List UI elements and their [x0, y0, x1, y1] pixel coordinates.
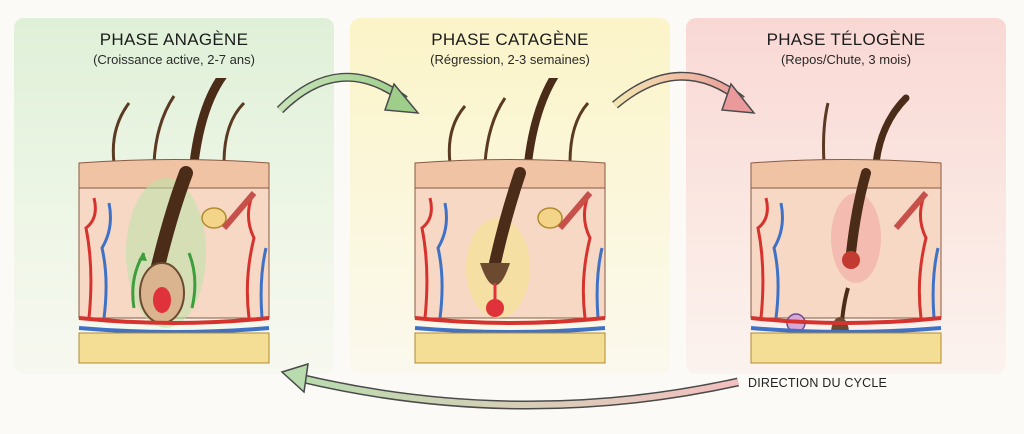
phase-subtitle-anagen: (Croissance active, 2-7 ans) — [93, 52, 255, 67]
panel-telogen: PHASE TÉLOGÈNE (Repos/Chute, 3 mois) — [686, 18, 1006, 374]
panel-anagen: PHASE ANAGÈNE (Croissance active, 2-7 an… — [14, 18, 334, 374]
skin-illustration-catagen — [414, 78, 606, 364]
phase-subtitle-telogen: (Repos/Chute, 3 mois) — [780, 52, 912, 67]
skin-illustration-anagen — [78, 78, 270, 364]
phase-subtitle-catagen: (Régression, 2-3 semaines) — [430, 52, 590, 67]
phase-title-telogen: PHASE TÉLOGÈNE — [766, 30, 926, 49]
phase-title-anagen: PHASE ANAGÈNE — [99, 30, 249, 49]
skin-illustration-telogen — [750, 94, 942, 364]
cycle-direction-label: DIRECTION DU CYCLE — [748, 376, 888, 390]
phase-title-catagen: PHASE CATAGÈNE — [431, 30, 589, 49]
panel-catagen: PHASE CATAGÈNE (Régression, 2-3 semaines… — [350, 18, 670, 374]
